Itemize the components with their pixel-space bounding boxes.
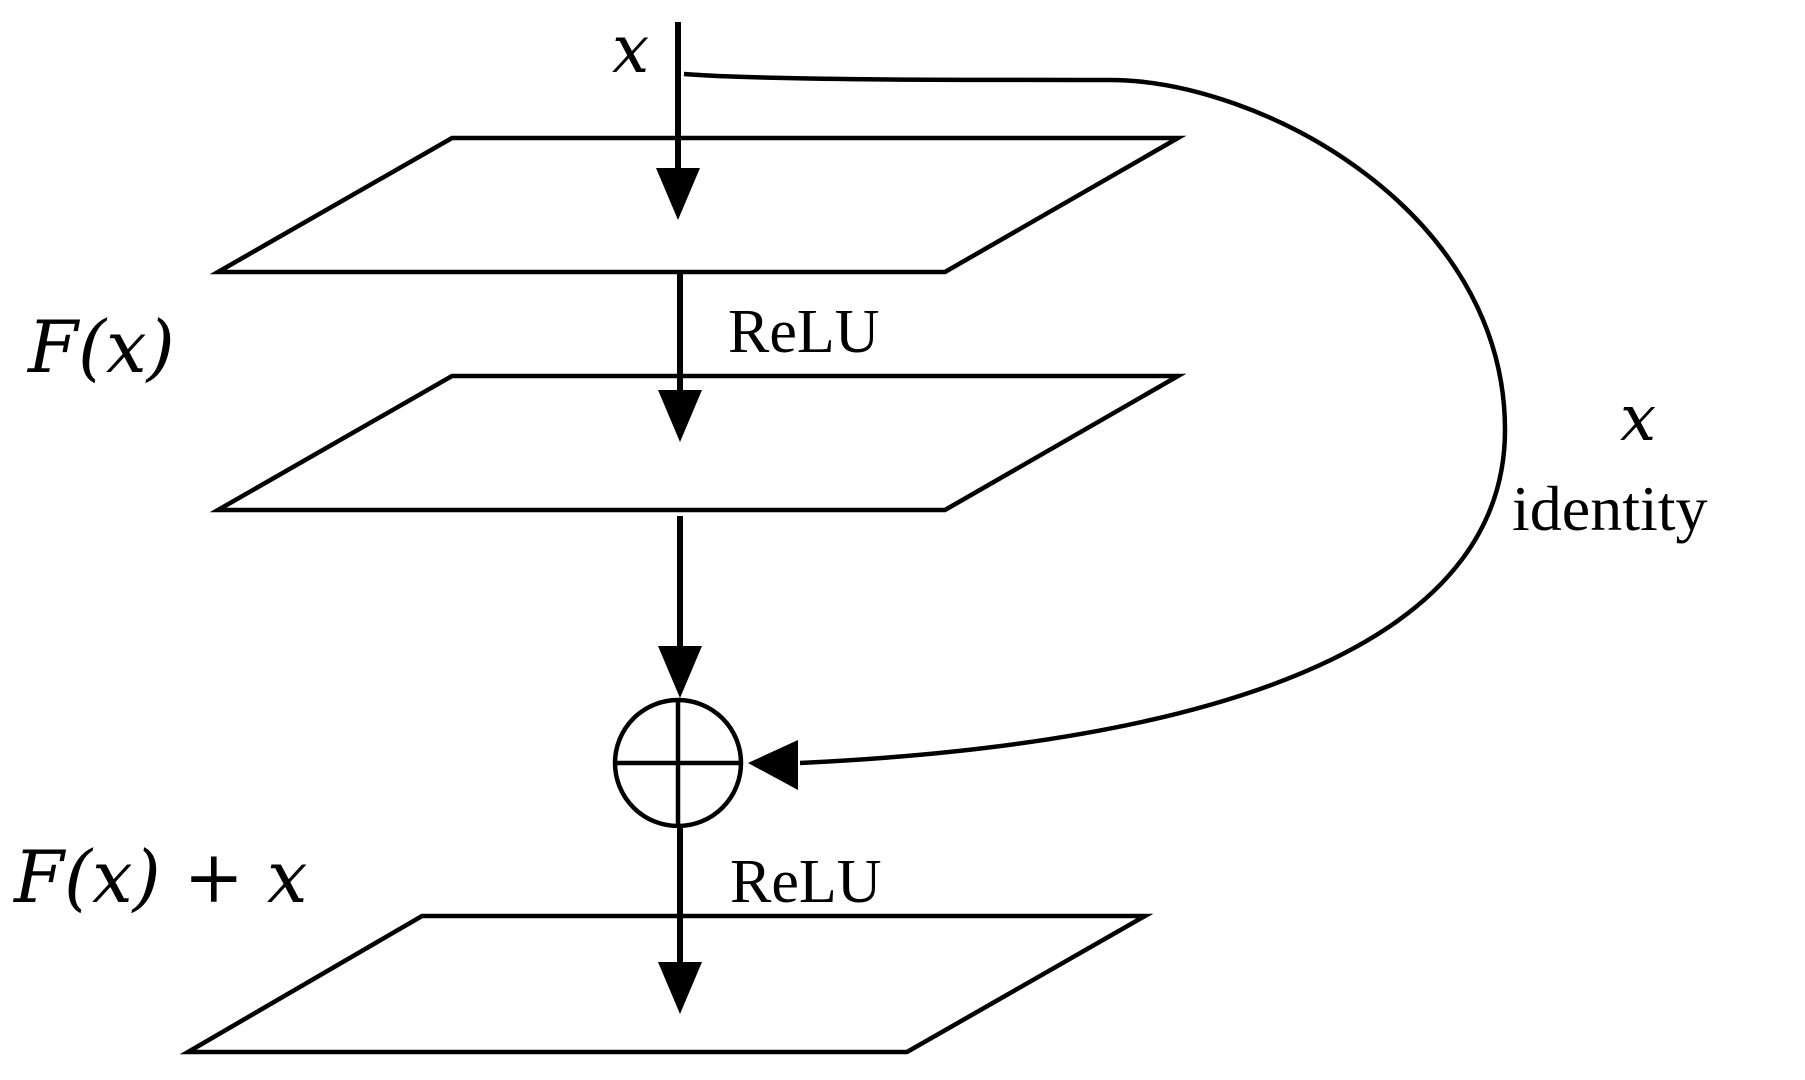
input-x-label: x: [612, 11, 649, 88]
fx-label: F(x): [26, 305, 175, 389]
identity-skip-connection: [683, 71, 1508, 790]
layer1-to-layer2-arrow: [658, 272, 702, 442]
fx-plus-x-label: F(x) + x: [12, 835, 307, 919]
layer2-to-sum-arrow: [658, 516, 702, 698]
input-arrow: [656, 22, 700, 220]
circle-plus-icon: [612, 697, 744, 829]
sum-to-layer3-arrow: [658, 826, 702, 1014]
relu-label-1: ReLU: [728, 298, 880, 366]
skip-identity-label: identity: [1512, 473, 1708, 544]
relu-label-2: ReLU: [730, 848, 882, 916]
layer-plane-2: [209, 373, 1187, 513]
layer-plane-1: [209, 135, 1187, 275]
layer-plane-3: [179, 913, 1154, 1055]
skip-x-label: x: [1620, 382, 1656, 456]
